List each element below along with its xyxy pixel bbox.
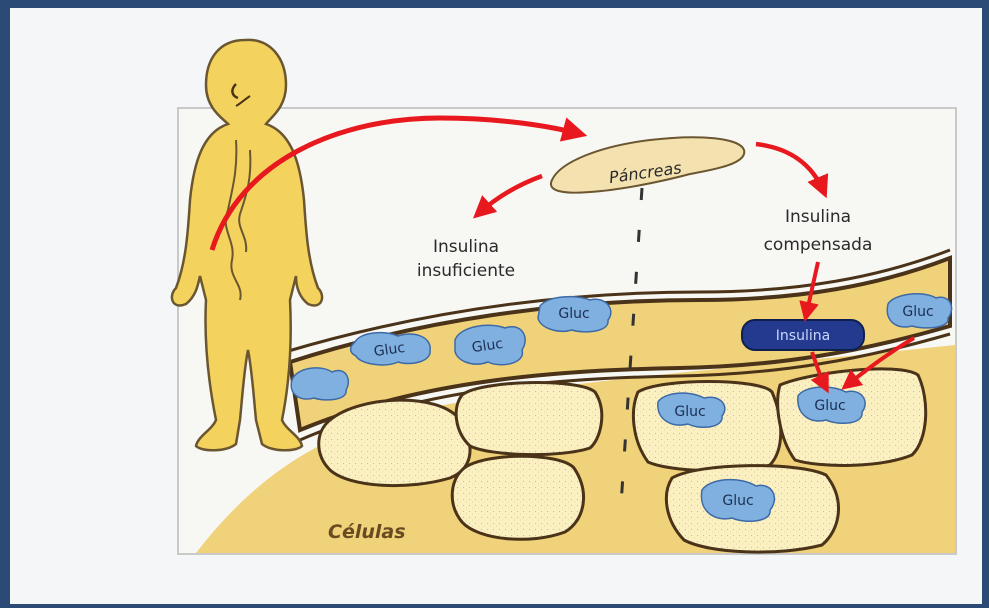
insulin-compensated-label-1: Insulina	[785, 207, 851, 227]
glucose-molecule	[291, 368, 348, 400]
glucose-label: Gluc	[902, 304, 933, 320]
cell	[452, 456, 583, 539]
cell	[319, 400, 470, 485]
cells-label: Células	[328, 521, 406, 543]
insulin-insufficient-label-1: Insulina	[433, 237, 499, 257]
glucose-label: Gluc	[674, 404, 705, 420]
glucose-label: Gluc	[722, 493, 753, 509]
cell	[456, 383, 602, 455]
glucose-label: Gluc	[558, 306, 589, 322]
insulin-molecule-label: Insulina	[776, 328, 830, 344]
insulin-compensated-label-2: compensada	[764, 235, 873, 255]
insulin-insufficient-label-2: insuficiente	[417, 261, 515, 281]
glucose-label: Gluc	[814, 398, 845, 414]
